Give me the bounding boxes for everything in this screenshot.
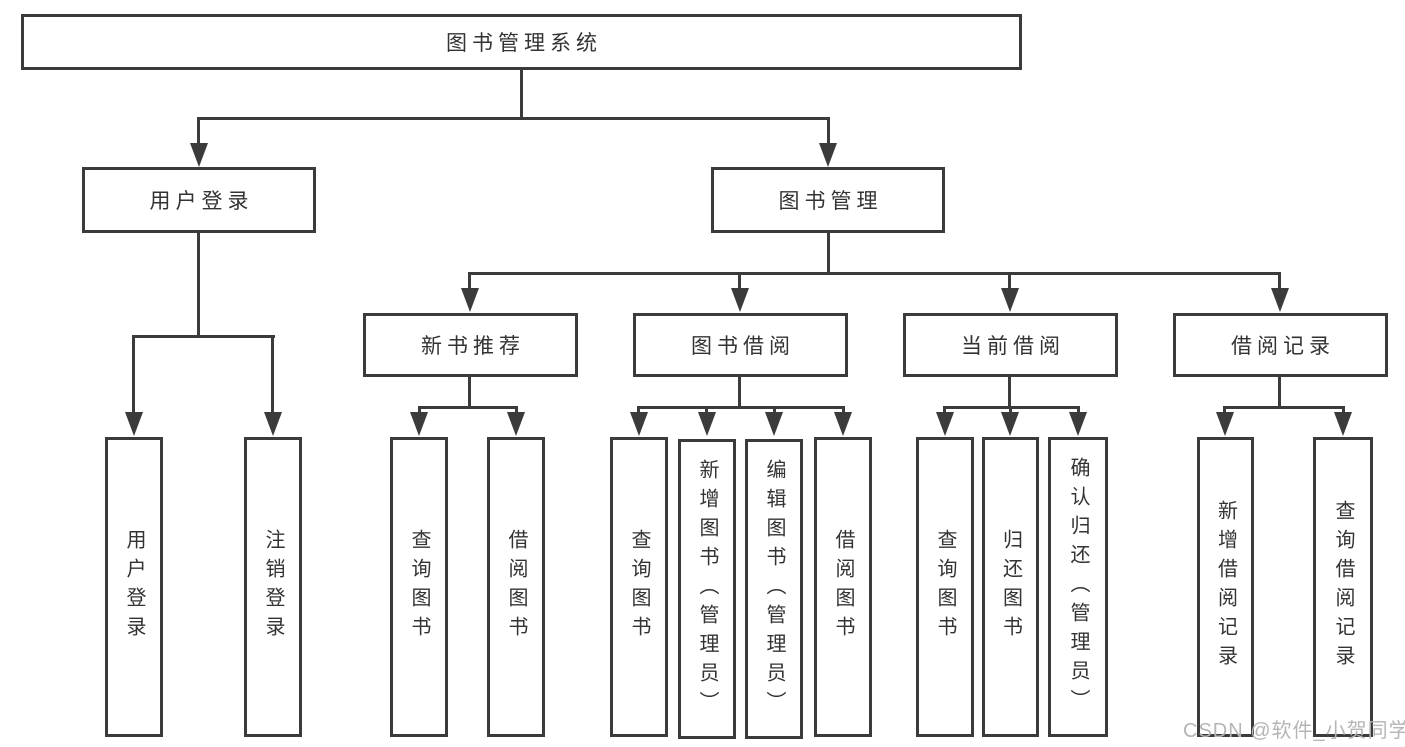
leaf-return-book-label: 归还图书: [999, 529, 1022, 645]
node-current-borrow-label: 当前借阅: [961, 335, 1065, 358]
leaf-user-login: 用户登录: [105, 437, 163, 737]
leaf-query-book-recommend-label: 查询图书: [408, 529, 430, 645]
connector-line: [468, 375, 471, 409]
arrowhead-down-icon: [190, 143, 208, 167]
connector-line: [738, 272, 741, 292]
arrowhead-down-icon: [1216, 412, 1234, 436]
connector-line: [637, 406, 640, 415]
connector-line: [1008, 272, 1011, 292]
arrowhead-down-icon: [834, 412, 852, 436]
connector-line: [1223, 406, 1226, 415]
node-book-borrow: 图书借阅: [633, 313, 848, 377]
leaf-borrow-book: 借阅图书: [814, 437, 872, 737]
arrowhead-down-icon: [461, 288, 479, 312]
arrowhead-down-icon: [1069, 412, 1087, 436]
node-borrow-records-label: 借阅记录: [1231, 335, 1335, 358]
arrowhead-down-icon: [819, 143, 837, 167]
node-root: 图书管理系统: [21, 14, 1022, 70]
connector-line: [1008, 375, 1011, 409]
node-new-book-recommend-label: 新书推荐: [421, 335, 525, 358]
leaf-query-book-borrow: 查询图书: [610, 437, 668, 737]
leaf-query-borrow-record-label: 查询借阅记录: [1332, 500, 1354, 674]
node-user-login: 用户登录: [82, 167, 316, 233]
leaf-add-borrow-record: 新增借阅记录: [1197, 437, 1254, 737]
leaf-logout-label: 注销登录: [262, 529, 284, 645]
node-borrow-records: 借阅记录: [1173, 313, 1388, 377]
leaf-add-book-admin-label: 新增图书（管理员）: [696, 458, 718, 720]
connector-line: [468, 272, 1281, 275]
connector-line: [132, 335, 275, 338]
connector-line: [827, 231, 830, 274]
connector-line: [1278, 375, 1281, 409]
node-root-label: 图书管理系统: [446, 32, 602, 55]
connector-line: [132, 335, 135, 414]
arrowhead-down-icon: [410, 412, 428, 436]
connector-line: [773, 406, 776, 415]
arrowhead-down-icon: [765, 412, 783, 436]
leaf-borrow-book-recommend: 借阅图书: [487, 437, 545, 737]
connector-line: [1278, 272, 1281, 292]
node-user-login-label: 用户登录: [149, 190, 254, 213]
connector-line: [943, 406, 946, 415]
connector-line: [197, 231, 200, 337]
leaf-confirm-return-admin: 确认归还（管理员）: [1048, 437, 1108, 737]
arrowhead-down-icon: [698, 412, 716, 436]
connector-line: [520, 67, 523, 120]
node-book-borrow-label: 图书借阅: [691, 335, 795, 358]
connector-line: [738, 375, 741, 409]
leaf-query-book-recommend: 查询图书: [390, 437, 448, 737]
leaf-edit-book-admin: 编辑图书（管理员）: [745, 439, 803, 739]
node-book-management: 图书管理: [711, 167, 945, 233]
leaf-borrow-book-recommend-label: 借阅图书: [505, 529, 527, 645]
arrowhead-down-icon: [1271, 288, 1289, 312]
arrowhead-down-icon: [1001, 412, 1019, 436]
connector-line: [1009, 406, 1012, 415]
connector-line: [271, 335, 274, 414]
arrowhead-down-icon: [1334, 412, 1352, 436]
connector-line: [842, 406, 845, 415]
connector-line: [197, 117, 830, 120]
arrowhead-down-icon: [264, 412, 282, 436]
connector-line: [1342, 406, 1345, 415]
arrowhead-down-icon: [731, 288, 749, 312]
leaf-user-login-label: 用户登录: [123, 529, 145, 645]
leaf-add-book-admin: 新增图书（管理员）: [678, 439, 736, 739]
arrowhead-down-icon: [936, 412, 954, 436]
leaf-query-book-current-label: 查询图书: [934, 529, 956, 645]
leaf-logout: 注销登录: [244, 437, 302, 737]
leaf-query-book-current: 查询图书: [916, 437, 974, 737]
arrowhead-down-icon: [630, 412, 648, 436]
connector-line: [197, 117, 200, 145]
connector-line: [468, 272, 471, 292]
connector-line: [515, 406, 518, 415]
arrowhead-down-icon: [1001, 288, 1019, 312]
connector-line: [418, 406, 421, 415]
leaf-confirm-return-admin-label: 确认归还（管理员）: [1067, 456, 1089, 718]
node-current-borrow: 当前借阅: [903, 313, 1118, 377]
connector-line: [1223, 406, 1345, 409]
connector-line: [418, 406, 518, 409]
node-new-book-recommend: 新书推荐: [363, 313, 578, 377]
leaf-query-borrow-record: 查询借阅记录: [1313, 437, 1373, 737]
arrowhead-down-icon: [125, 412, 143, 436]
leaf-query-book-borrow-label: 查询图书: [628, 529, 650, 645]
connector-line: [827, 117, 830, 145]
leaf-edit-book-admin-label: 编辑图书（管理员）: [763, 458, 785, 720]
watermark: CSDN @软件_小贺同学: [1183, 720, 1405, 742]
node-book-management-label: 图书管理: [778, 190, 883, 213]
connector-line: [705, 406, 708, 415]
leaf-return-book: 归还图书: [982, 437, 1039, 737]
leaf-borrow-book-label: 借阅图书: [832, 529, 854, 645]
connector-line: [1077, 406, 1080, 415]
connector-line: [637, 406, 845, 409]
leaf-add-borrow-record-label: 新增借阅记录: [1214, 500, 1237, 674]
arrowhead-down-icon: [507, 412, 525, 436]
